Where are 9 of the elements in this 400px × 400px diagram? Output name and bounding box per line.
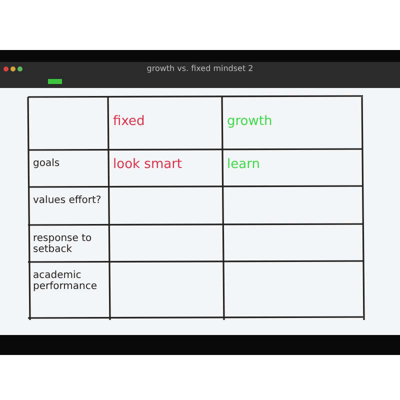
row-header: response to setback: [33, 233, 93, 255]
row-header: academic performance: [33, 270, 98, 292]
window-title: growth vs. fixed mindset 2: [146, 64, 254, 73]
row-header: values effort?: [33, 195, 102, 206]
table-cell-text: learn: [227, 158, 261, 172]
column-header: growth: [227, 115, 274, 130]
column-header: fixed: [113, 115, 146, 130]
row-header: goals: [33, 158, 61, 169]
table-cell-text: look smart: [113, 158, 184, 172]
